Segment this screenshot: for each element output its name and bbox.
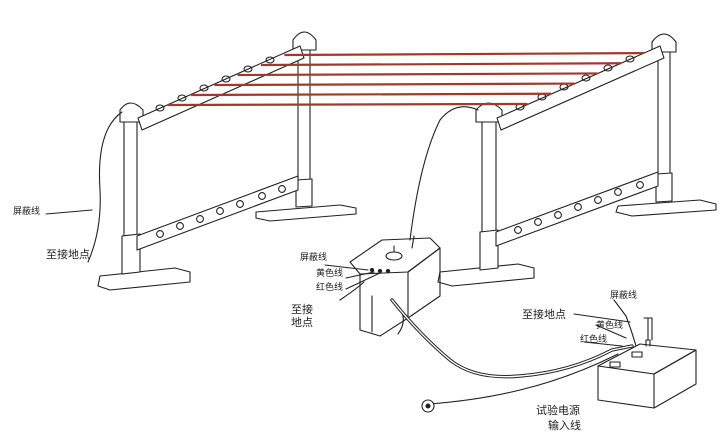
front-right-post [437,102,535,287]
conductor-line [167,102,528,107]
transformer-ground-label-2: 地点 [291,316,313,329]
console-shield-label: 屏蔽线 [610,289,637,301]
conductor-line [214,82,575,87]
transformer-leaders [324,264,381,301]
right-lower-beam [495,171,659,247]
transformer-shield-label: 屏蔽线 [300,251,327,263]
right-top-beam [496,45,665,131]
console-leaders [573,299,637,347]
left-insulators [155,56,275,112]
transformer-yellow-label: 黄色线 [316,267,343,279]
back-right-post [615,33,717,217]
front-left-post [97,102,191,291]
transformer-ground-label-1: 至接 [291,303,313,316]
left-lower-beam [136,175,299,251]
control-console [597,317,697,409]
left-shield-wire [87,111,123,263]
power-plug [421,399,435,413]
power-input-label-1: 试验电源 [536,403,580,417]
left-top-beam [137,45,305,131]
conductor-line [284,51,645,57]
test-conductors [167,51,645,107]
test-transformer [349,235,441,337]
conductor-line [190,92,552,97]
power-input-cord [429,353,619,405]
power-input-label-2: 输入线 [548,418,581,432]
left-shield-leader [45,209,93,215]
console-red-label: 红色线 [580,333,607,345]
console-ground-label: 至接地点 [522,308,566,321]
power-cable-inner [391,299,633,378]
left-shield-wire-label: 屏蔽线 [13,205,40,217]
right-frame [437,33,717,287]
hv-lead-wire [409,106,479,241]
conductor-line [260,62,622,67]
conductor-line [237,72,598,77]
transformer-red-label: 红色线 [316,281,343,293]
console-yellow-label: 黄色线 [596,319,623,331]
left-ground-label: 至接地点 [46,248,90,261]
left-frame [45,31,357,291]
